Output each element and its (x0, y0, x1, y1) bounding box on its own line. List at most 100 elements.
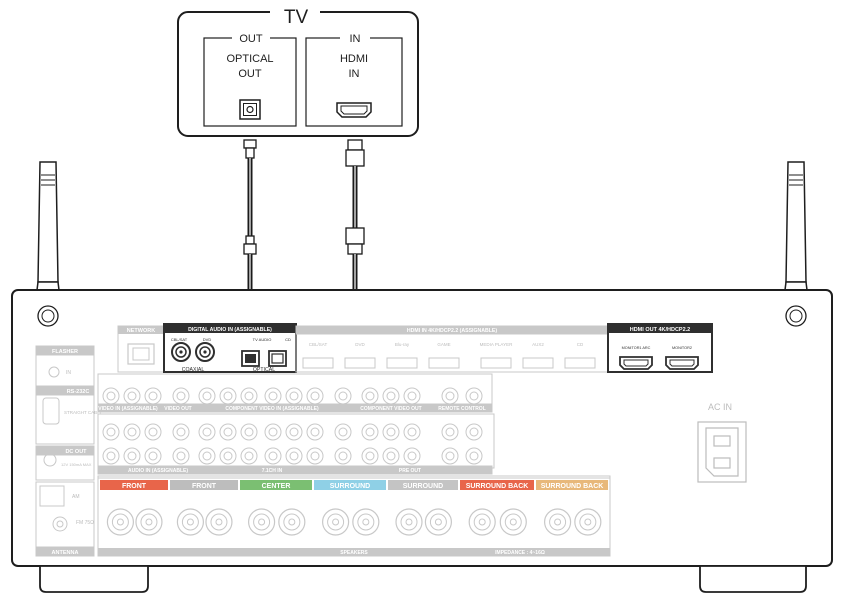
speaker-group-label: SURROUND (330, 483, 370, 490)
rca-jack (264, 423, 282, 441)
rca-jack (219, 447, 237, 465)
tv-panel: TV OUT OPTICAL OUT IN HDMI IN (177, 5, 419, 137)
rca-jack (102, 423, 120, 441)
dc-out-label: DC OUT (65, 449, 87, 455)
rca-jack (306, 447, 324, 465)
speaker-binding-post (352, 508, 380, 536)
audio-in-label: AUDIO IN (ASSIGNABLE) (128, 468, 188, 474)
speaker-binding-post (468, 508, 496, 536)
coax1-label: CBL/SAT (171, 337, 188, 342)
receiver-foot-right (699, 565, 807, 593)
rca-jack (240, 447, 258, 465)
monitor2-label: MONITOR2 (672, 346, 692, 350)
hdmi-in-input-label: CD (577, 342, 584, 347)
speaker-group-header (388, 480, 458, 490)
speaker-group-header (460, 480, 534, 490)
coaxial-label: COAXIAL (182, 367, 205, 373)
rca-jack (403, 423, 421, 441)
flasher-in-label: IN (66, 370, 71, 376)
optical-label: OPTICAL (253, 367, 275, 373)
rca-jack (334, 447, 352, 465)
tv-title: TV (284, 7, 309, 28)
hdmi-in-input-label: Blu-ray (395, 342, 410, 347)
tv-title-bg (270, 5, 320, 25)
ac-in-label: AC IN (708, 402, 732, 412)
tv-hdmi-label-2: IN (349, 68, 360, 80)
speaker-binding-post (205, 508, 233, 536)
rca-jack (382, 387, 400, 405)
hdmi-out-monitor1-port (619, 356, 653, 370)
flasher-label: FLASHER (52, 349, 78, 355)
hdmi-in-input-label: DVD (355, 342, 365, 347)
rca-jack (382, 423, 400, 441)
speaker-binding-post (278, 508, 306, 536)
speaker-group-header (170, 480, 238, 490)
speaker-group-header (100, 480, 168, 490)
tv-out-group-label: OUT (239, 33, 263, 45)
rca-jack (144, 387, 162, 405)
rca-jack (123, 447, 141, 465)
impedance-label: IMPEDANCE : 4~16Ω (495, 550, 545, 556)
rca-jack (172, 387, 190, 405)
speaker-group-header (240, 480, 312, 490)
speaker-binding-post (574, 508, 602, 536)
hdmi-in-label: HDMI IN 4K/HDCP2.2 (ASSIGNABLE) (407, 328, 497, 334)
speaker-group-label: FRONT (122, 483, 147, 490)
rca-jack (198, 447, 216, 465)
speaker-group-label: FRONT (192, 483, 217, 490)
digital-audio-in-label: DIGITAL AUDIO IN (ASSIGNABLE) (188, 327, 272, 333)
rca-jack (102, 447, 120, 465)
am-label: AM (72, 494, 80, 500)
speaker-group-header (314, 480, 386, 490)
optical-jack-2 (268, 350, 287, 367)
opt1-label: TV AUDIO (253, 337, 272, 342)
tv-in-group-label: IN (350, 33, 361, 45)
speaker-posts (106, 508, 602, 536)
rca-jack (285, 423, 303, 441)
hdmi-in-input-label: CBL/SAT (309, 342, 328, 347)
rca-jack (285, 447, 303, 465)
hdmi-out-monitor2-port (665, 356, 699, 370)
rca-jack (441, 387, 459, 405)
tv-out-label-bg (232, 32, 270, 44)
speaker-binding-post (395, 508, 423, 536)
rca-jack (123, 423, 141, 441)
rca-jack (306, 387, 324, 405)
hdmi-in-input-label: MEDIA PLAYER (480, 342, 513, 347)
speaker-binding-post (322, 508, 350, 536)
video-in-label: VIDEO IN (ASSIGNABLE) (98, 406, 158, 412)
rca-jack (403, 447, 421, 465)
rca-jack (144, 423, 162, 441)
rca-jack (361, 423, 379, 441)
ac-inlet (697, 421, 747, 483)
rca-jack (361, 447, 379, 465)
rca-jack (198, 423, 216, 441)
hdmi-out-module (607, 323, 713, 373)
receiver-foot-left (39, 565, 149, 593)
tv-hdmi-in-port (336, 102, 372, 118)
component-video-in-label: COMPONENT VIDEO IN (ASSIGNABLE) (225, 406, 319, 412)
antenna-label: ANTENNA (52, 550, 79, 556)
component-video-out-label: COMPONENT VIDEO OUT (360, 406, 421, 412)
speaker-group-label: SURROUND BACK (466, 483, 529, 490)
tv-optical-label-1: OPTICAL (226, 53, 273, 65)
ch71-in-label: 7.1CH IN (262, 468, 283, 474)
rca-jacks (102, 387, 483, 465)
speaker-group-header (536, 480, 608, 490)
tv-hdmi-label-1: HDMI (340, 53, 368, 65)
speaker-binding-post (424, 508, 452, 536)
rca-jack (144, 447, 162, 465)
receiver-rear-panel: FLASHER IN RS-232C STRAIGHT CABLE DC OUT… (11, 289, 833, 593)
rca-jack (465, 387, 483, 405)
rca-jack (441, 423, 459, 441)
coax2-label: DVD (203, 337, 212, 342)
rca-jack (240, 423, 258, 441)
rca-jack (172, 423, 190, 441)
speaker-group-label: CENTER (262, 483, 291, 490)
rca-jack (123, 387, 141, 405)
rca-jack (198, 387, 216, 405)
speaker-binding-post (176, 508, 204, 536)
